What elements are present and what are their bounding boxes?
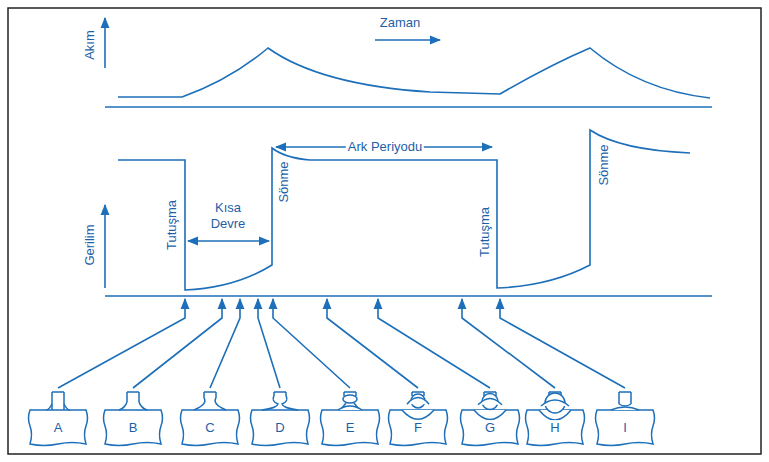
stage-letter: C [203,420,216,436]
leader-line [58,299,185,388]
droplet-stage-figure [104,392,163,446]
leader-line [210,299,240,388]
voltage-curve [118,130,690,290]
stage-letter: H [548,420,561,436]
stage-letter: D [273,420,286,436]
stage-letter: G [483,420,497,436]
event-label: Tutuşma [477,205,493,259]
leader-line [273,299,350,388]
voltage-axis-arrow [104,205,106,288]
leader-line [500,299,625,388]
droplet-stage-figure [526,392,585,446]
droplet-stage-figure [596,392,655,446]
leader-line [462,299,555,388]
current-baseline [105,106,712,108]
event-label: Tutuşma [164,198,180,252]
stage-letter: I [621,420,629,436]
time-arrow [375,39,440,41]
interval-label: Ark Periyodu [346,139,424,155]
droplet-stage-figure [29,392,88,446]
time-label: Zaman [378,15,422,31]
event-label: Sönme [276,159,292,204]
droplet-stage-figure [321,392,380,446]
stage-letter: E [344,420,357,436]
leader-line [133,299,222,388]
stage-letter: B [127,420,140,436]
stage-letter: F [412,420,424,436]
event-label: Sönme [596,142,612,187]
axis-label: Akım [82,28,98,62]
droplet-stage-figure [461,392,520,446]
axis-label: Gerilim [82,222,98,267]
current-curve [118,48,710,98]
leader-line [378,299,490,388]
leader-line [327,299,418,388]
frame [8,8,761,454]
droplet-stage-figure [251,392,310,446]
droplet-stage-figure [181,392,240,446]
interval-label: Kısa Devre [198,200,258,231]
current-axis-arrow [104,18,106,68]
voltage-baseline [105,295,712,297]
stage-letter: A [52,420,65,436]
droplet-stage-figure [389,392,448,446]
short-circuit-span-arrow [188,240,269,242]
leader-line [258,299,280,388]
